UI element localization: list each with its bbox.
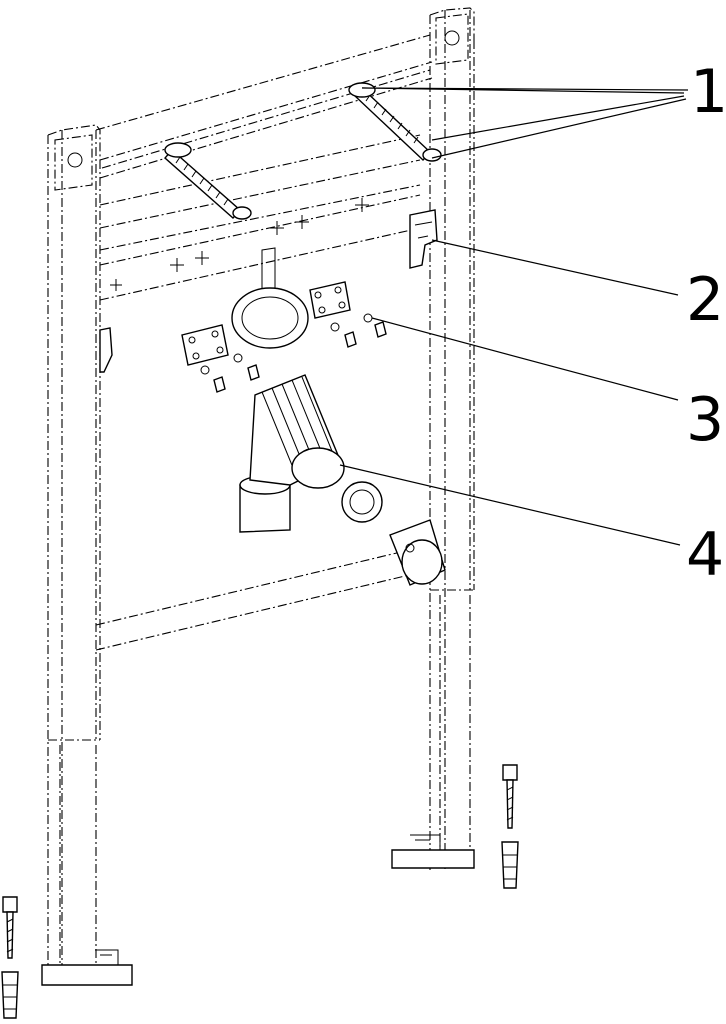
installation-frame	[41, 7, 475, 986]
right-foot	[391, 834, 475, 869]
wall-plug-left	[1, 971, 19, 1019]
callout-1: 1	[690, 57, 726, 127]
bracket-left	[99, 327, 113, 373]
drain-socket	[389, 519, 446, 586]
mounting-rails	[99, 134, 421, 301]
callout-3: 3	[686, 385, 724, 455]
pipe-clamp	[231, 247, 309, 349]
reducer-ring	[341, 481, 383, 523]
callout-2: 2	[686, 265, 724, 335]
anchor-bolt-left	[2, 896, 18, 959]
right-upright	[429, 7, 475, 870]
plate-screws	[200, 313, 387, 393]
threaded-rod-right	[348, 82, 442, 162]
top-rail	[95, 34, 433, 179]
left-upright	[47, 124, 101, 980]
rail-markings	[110, 198, 369, 291]
drain-elbow	[239, 374, 345, 533]
anchor-bolt-right	[502, 764, 518, 829]
mounting-plate-right	[309, 281, 351, 319]
callout-4: 4	[686, 520, 724, 590]
mounting-plate-left	[181, 324, 229, 366]
lower-rail	[95, 544, 431, 651]
threaded-rod-left	[164, 142, 252, 220]
wall-plug-right	[501, 841, 519, 889]
leader-lines	[339, 87, 689, 546]
left-foot	[41, 949, 133, 986]
bracket-right	[409, 209, 438, 269]
